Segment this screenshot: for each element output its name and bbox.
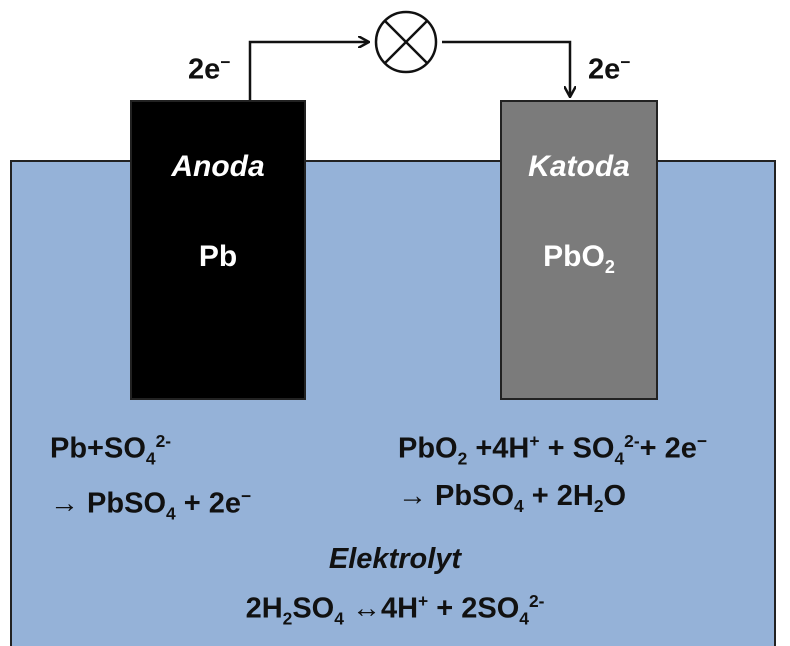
anode-reaction: Pb+SO42- → PbSO4 + 2e− bbox=[50, 422, 251, 533]
electrolyte-equation: 2H2SO4 ↔4H+ + 2SO42- bbox=[245, 591, 545, 629]
cathode-reaction-line1: PbO2 +4H+ + SO42-+ 2e− bbox=[398, 431, 708, 469]
anode-material: Pb bbox=[198, 240, 238, 273]
cathode-electrode: Katoda PbO2 bbox=[500, 100, 658, 400]
electrolyte-title: Elektrolyt bbox=[328, 543, 462, 575]
cathode-reaction: PbO2 +4H+ + SO42-+ 2e− → PbSO4 + 2H2O bbox=[398, 422, 707, 525]
anode-electrode: Anoda Pb bbox=[130, 100, 306, 400]
electron-label-right: 2e− bbox=[588, 52, 631, 86]
lamp-icon bbox=[374, 10, 438, 74]
electrolyte-block: Elektrolyt 2H2SO4 ↔4H+ + 2SO42- bbox=[0, 540, 790, 637]
anode-title: Anoda bbox=[171, 150, 265, 183]
cathode-reaction-line2: → PbSO4 + 2H2O bbox=[398, 480, 627, 517]
cathode-material: PbO2 bbox=[543, 240, 615, 277]
wire-anode-to-lamp bbox=[248, 42, 368, 100]
electron-label-left: 2e− bbox=[188, 52, 231, 86]
cathode-title: Katoda bbox=[528, 150, 630, 183]
anode-reaction-line1: Pb+SO42- bbox=[50, 431, 172, 469]
anode-reaction-line2: → PbSO4 + 2e− bbox=[50, 486, 252, 524]
wire-lamp-to-cathode bbox=[442, 40, 570, 96]
